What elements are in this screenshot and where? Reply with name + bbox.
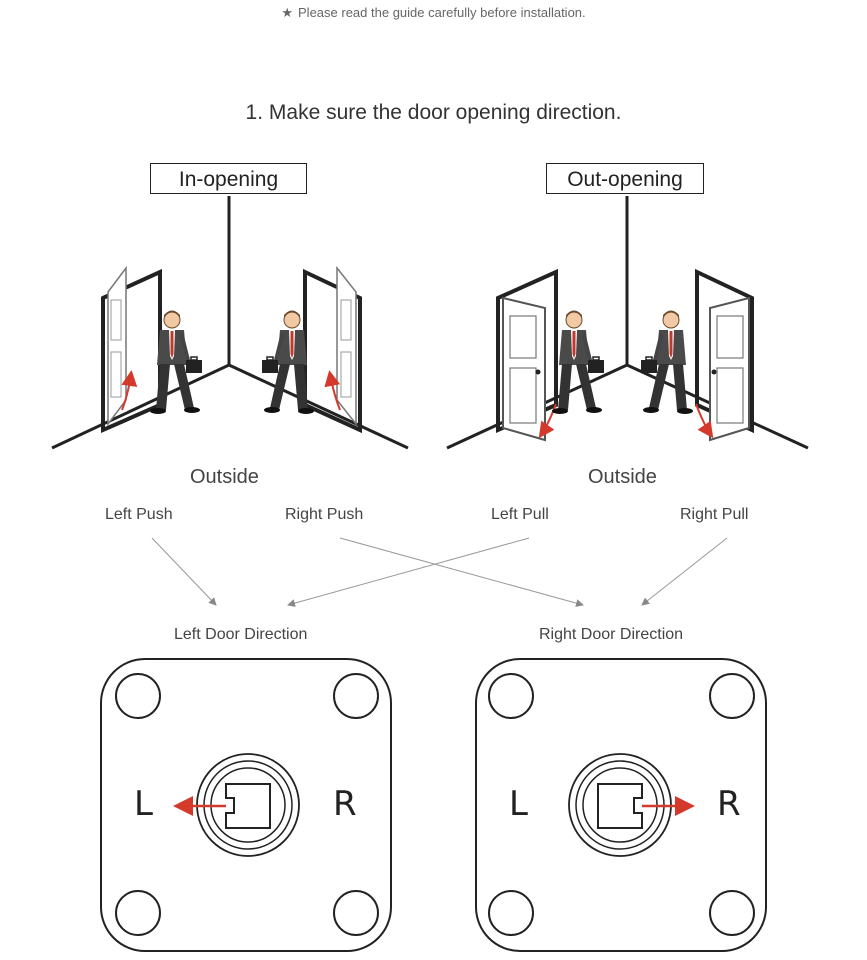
out-opening-scene [446, 196, 809, 450]
in-opening-scene [51, 196, 409, 450]
left-push-label: Left Push [105, 506, 173, 523]
outside-label: Outside [588, 466, 657, 488]
plate-letter-r: R [333, 784, 357, 824]
step-title: 1. Make sure the door opening direction. [245, 101, 622, 124]
plate-letter-l: L [134, 784, 153, 824]
right-plate [475, 658, 767, 952]
right-door-direction-label: Right Door Direction [539, 626, 684, 643]
left-door-direction-label: Left Door Direction [174, 626, 308, 643]
left-pull-label: Left Pull [491, 506, 549, 523]
left-plate [100, 658, 392, 952]
right-push-label: Right Push [285, 506, 364, 523]
direction-connectors [151, 537, 728, 607]
person-figure [640, 309, 694, 415]
outside-label: Outside [190, 466, 259, 488]
star-icon: ★ [281, 5, 294, 20]
plate-letter-l: L [509, 784, 528, 824]
plate-letter-r: R [717, 784, 741, 824]
right-pull-label: Right Pull [680, 506, 749, 523]
in-opening-label: In-opening [150, 163, 307, 194]
person-figure [149, 309, 203, 415]
person-figure [551, 309, 605, 415]
notice-text: Please read the guide carefully before i… [298, 5, 586, 20]
out-opening-label: Out-opening [546, 163, 704, 194]
installation-notice: ★ Please read the guide carefully before … [0, 5, 867, 21]
